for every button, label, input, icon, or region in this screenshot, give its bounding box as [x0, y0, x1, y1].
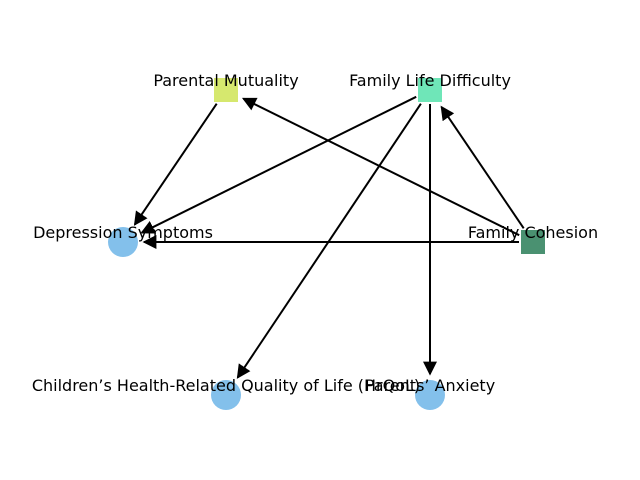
- edges-layer: [133, 95, 525, 379]
- node-label-family-life-difficulty: Family Life Difficulty: [349, 71, 511, 90]
- edge-family-life-difficulty-to-childrens-hrqol: [236, 103, 422, 379]
- edge-family-cohesion-to-family-life-difficulty: [440, 105, 525, 229]
- node-label-parents-anxiety: Parents’ Anxiety: [365, 376, 495, 395]
- node-label-childrens-hrqol: Children’s Health-Related Quality of Lif…: [32, 376, 420, 395]
- labels-layer: Parental Mutuality Family Life Difficulty…: [32, 71, 598, 395]
- edge-family-cohesion-to-parental-mutuality: [241, 97, 520, 237]
- node-label-depression-symptoms: Depression Symptoms: [33, 223, 213, 242]
- node-childrens-hrqol: [211, 380, 241, 410]
- edge-parental-mutuality-to-depression-symptoms: [133, 103, 218, 226]
- node-parental-mutuality: [214, 78, 238, 102]
- node-family-cohesion: [521, 230, 545, 254]
- nodes-layer: [108, 78, 545, 410]
- node-family-life-difficulty: [418, 78, 442, 102]
- node-parents-anxiety: [415, 380, 445, 410]
- edge-family-life-difficulty-to-depression-symptoms: [140, 95, 417, 234]
- node-label-family-cohesion: Family Cohesion: [468, 223, 598, 242]
- node-label-parental-mutuality: Parental Mutuality: [153, 71, 298, 90]
- node-depression-symptoms: [108, 227, 138, 257]
